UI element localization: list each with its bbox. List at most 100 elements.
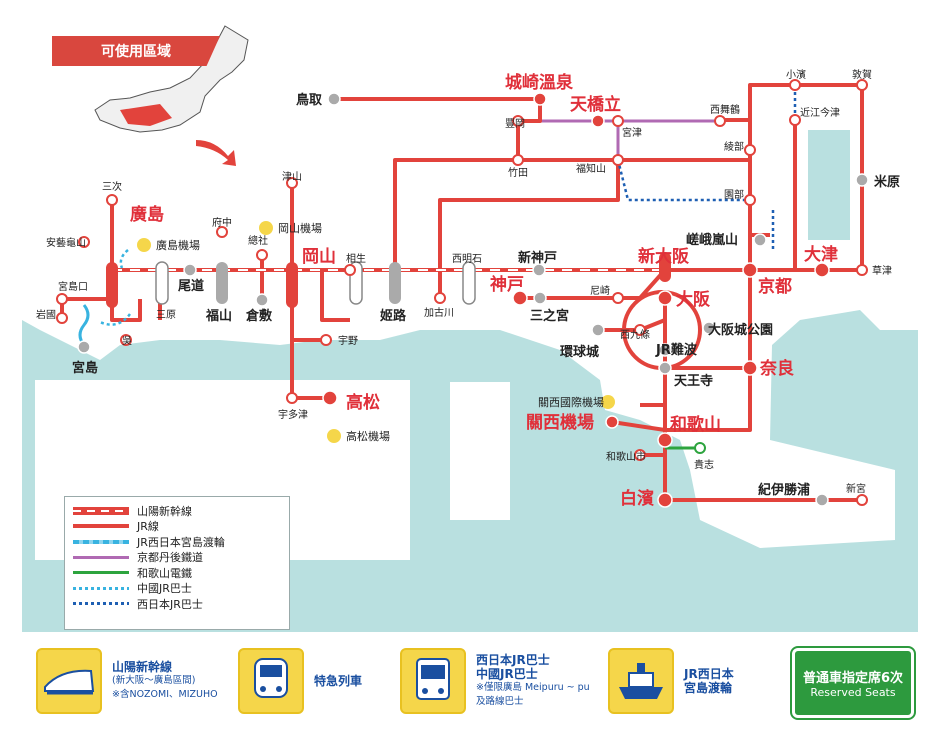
label-kix: 關西機場 [526, 412, 594, 433]
shinkansen-title: 山陽新幹線 [112, 660, 173, 674]
label-kakogawa: 加古川 [424, 306, 454, 319]
label-sonobe: 園部 [724, 188, 744, 201]
bus-title-chugoku: 中國JR巴士 [476, 667, 538, 681]
label-nishimaizuru: 西舞鶴 [710, 103, 740, 116]
japan-inset-map [94, 25, 249, 133]
label-miyoshi: 三次 [102, 180, 122, 193]
label-obama: 小濱 [786, 68, 806, 81]
label-kobe: 神戸 [490, 274, 524, 295]
label-okayama: 岡山 [302, 247, 336, 267]
label-wakayamashi: 和歌山市 [606, 450, 646, 463]
label-tennoji: 天王寺 [674, 373, 713, 389]
label-takeda: 竹田 [508, 166, 528, 179]
label-kinosaki: 城崎溫泉 [505, 72, 574, 93]
reserved-seats-badge: 普通車指定席6次 Reserved Seats [792, 648, 914, 718]
legend-label: 京都丹後鐵道 [137, 551, 203, 565]
legend-label: 中國JR巴士 [137, 582, 192, 596]
label-shinkobe: 新神戸 [518, 250, 557, 266]
label-omiimazu: 近江今津 [800, 106, 840, 119]
reserved-seats-count: 普通車指定席6次 [802, 671, 904, 686]
express-title: 特急列車 [314, 674, 363, 688]
pass-coverage-bar: 山陽新幹線 (新大阪～廣島區間) ※含NOZOMI、MIZUHO 特急列車 西日… [0, 638, 940, 736]
ferry-card: JR西日本 宮島渡輪 [608, 648, 734, 714]
label-kishi: 貴志 [694, 458, 714, 471]
bus-card: 西日本JR巴士 中國JR巴士 ※僅限廣島 Meipuru ~ pu 及路線巴士 [400, 648, 590, 714]
label-uzu: 宇多津 [278, 408, 308, 421]
legend-label: 西日本JR巴士 [137, 597, 203, 611]
label-nishikujo: 西九條 [620, 328, 650, 341]
label-wakayama: 和歌山 [670, 414, 721, 435]
label-iwakuni: 岩國 [36, 308, 56, 321]
label-miyajimaguchi: 宮島口 [58, 280, 88, 293]
legend-item: 山陽新幹線 [73, 503, 281, 519]
station-bar-hiroshima [106, 262, 118, 308]
ferry-route [78, 304, 90, 346]
label-toyooka: 豐岡 [505, 117, 525, 130]
shinkansen-range: (新大阪～廣島區間) [112, 675, 196, 686]
label-aioi: 相生 [346, 252, 366, 265]
airport-icon [601, 395, 615, 409]
legend-item: 京都丹後鐵道 [73, 550, 281, 566]
legend: 山陽新幹線 JR線 JR西日本宮島渡輪 京都丹後鐵道 和歌山電鐵 中國JR巴士 … [64, 496, 290, 630]
label-mihara: 三原 [156, 309, 176, 321]
station-bar-shinosaka [659, 252, 671, 282]
label-airport-hiroshima: 廣島機場 [156, 238, 200, 252]
label-saga: 嵯峨嵐山 [686, 232, 738, 248]
label-miyajima: 宮島 [72, 360, 98, 376]
legend-item: 和歌山電鐵 [73, 565, 281, 581]
shinkansen-note: ※含NOZOMI、MIZUHO [112, 689, 218, 700]
ferry-title-2: 宮島渡輪 [684, 681, 733, 695]
legend-label: JR西日本宮島渡輪 [137, 535, 225, 549]
label-kure: 吳 [122, 335, 132, 347]
shinkansen-icon [36, 648, 102, 714]
legend-item: JR線 [73, 519, 281, 535]
label-otsu: 大津 [804, 244, 838, 265]
label-kiikatsuura: 紀伊勝浦 [758, 482, 810, 498]
label-nishiakashi: 西明石 [452, 253, 482, 265]
land-awaji [450, 382, 510, 520]
legend-item: 中國JR巴士 [73, 581, 281, 597]
label-airport-kansai: 關西國際機場 [538, 395, 604, 409]
label-kyoto: 京都 [758, 276, 792, 297]
label-fukuchiyama: 福知山 [576, 162, 606, 175]
bus-note-1: ※僅限廣島 Meipuru ~ pu [476, 682, 590, 693]
map-area: 鳥取 城崎溫泉 天橋立 豐岡 宮津 西舞鶴 小濱 敦賀 近江今津 綾部 福知山 … [22, 14, 918, 632]
airport-icon [259, 221, 273, 235]
bus-title-west: 西日本JR巴士 [476, 653, 550, 667]
airport-icon [137, 238, 151, 252]
label-miyazu: 宮津 [622, 126, 642, 139]
label-ayabe: 綾部 [724, 140, 744, 153]
label-airport-okayama: 岡山機場 [278, 221, 322, 235]
inset-arrow-icon [196, 140, 236, 166]
label-amanohashidate: 天橋立 [570, 94, 621, 115]
label-fuchu: 府中 [212, 216, 232, 229]
label-shirahama: 白濱 [620, 488, 654, 509]
label-maibara: 米原 [874, 174, 900, 190]
label-takamatsu: 高松 [346, 392, 380, 413]
label-kusatsu: 草津 [872, 265, 892, 277]
label-nara: 奈良 [759, 358, 794, 379]
label-uno: 宇野 [338, 334, 358, 347]
label-osakajokoen: 大阪城公園 [708, 322, 773, 338]
legend-item: JR西日本宮島渡輪 [73, 534, 281, 550]
label-akikameyama: 安藝龜山 [46, 236, 86, 249]
legend-label: 和歌山電鐵 [137, 566, 192, 580]
reserved-seats-label: Reserved Seats [810, 686, 896, 699]
bus-note-2: 及路線巴士 [476, 696, 524, 707]
label-sannomiya: 三之宮 [530, 308, 569, 324]
shinkansen-card: 山陽新幹線 (新大阪～廣島區間) ※含NOZOMI、MIZUHO [36, 648, 218, 714]
label-fukuyama: 福山 [205, 308, 232, 324]
station-bar-okayama [286, 262, 298, 308]
legend-label: JR線 [137, 520, 159, 534]
label-universal: 環球城 [560, 344, 599, 360]
legend-item: 西日本JR巴士 [73, 596, 281, 612]
label-kurashiki: 倉敷 [245, 308, 273, 324]
airport-icon [327, 429, 341, 443]
ferry-title-1: JR西日本 [684, 667, 734, 681]
label-airport-takamatsu: 高松機場 [346, 429, 390, 443]
label-shingu: 新宮 [846, 482, 866, 495]
express-card: 特急列車 [238, 648, 362, 714]
label-himeji: 姬路 [380, 308, 407, 324]
label-osaka: 大阪 [676, 289, 710, 310]
label-jrnamba: JR難波 [655, 342, 698, 358]
